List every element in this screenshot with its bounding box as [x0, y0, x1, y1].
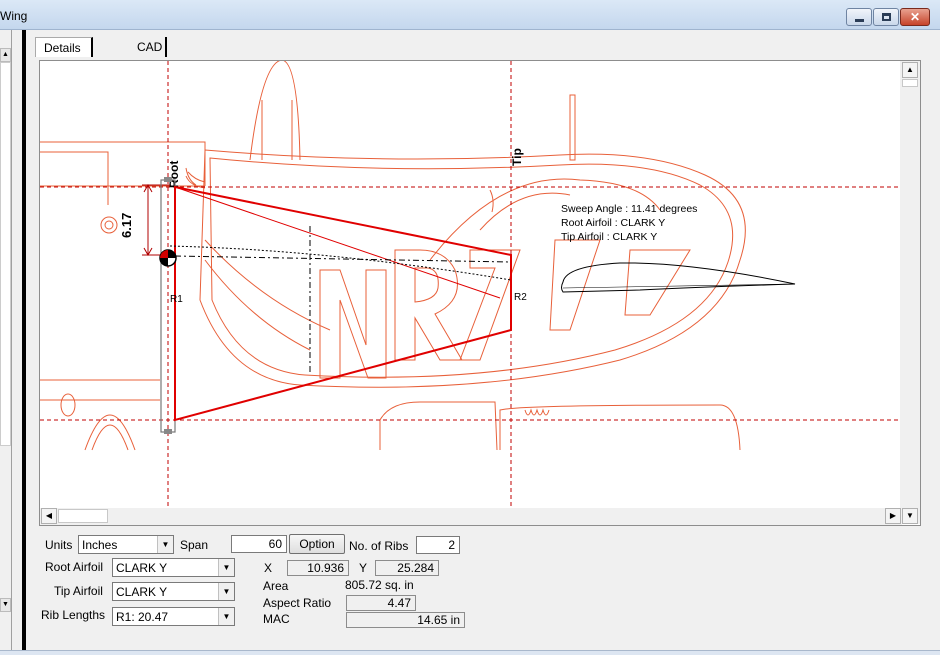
units-label: Units [45, 538, 73, 552]
airfoil-profile [561, 262, 796, 293]
root-airfoil-label: Root Airfoil [45, 560, 104, 574]
chevron-down-icon: ▼ [218, 559, 234, 576]
dimension-value: 6.17 [119, 213, 134, 238]
vertical-scroll-thumb[interactable] [902, 79, 918, 87]
chevron-down-icon: ▼ [157, 536, 173, 553]
ribs-input[interactable]: 2 [416, 536, 460, 554]
root-airfoil-value: CLARK Y [116, 561, 168, 575]
tip-airfoil-value: CLARK Y [116, 585, 168, 599]
panel-splitter[interactable] [22, 30, 26, 650]
left-panel-scroll-down[interactable]: ▼ [0, 598, 11, 612]
wing-outline[interactable] [174, 185, 512, 422]
rib-lengths-value: R1: 20.47 [116, 610, 169, 624]
span-input[interactable]: 60 [231, 535, 287, 553]
rib-handle-bottom[interactable] [164, 429, 172, 434]
mac-line [174, 255, 512, 263]
canvas-horizontal-scrollbar[interactable]: ◀ ▶ [40, 508, 902, 525]
sweep-angle-text: Sweep Angle : 11.41 degrees [561, 203, 697, 215]
minimize-icon [855, 19, 864, 22]
rib-handle-top[interactable] [164, 177, 172, 182]
r2-label: R2 [514, 292, 527, 303]
scroll-down-button[interactable]: ▼ [902, 508, 918, 524]
r1-label: R1 [170, 294, 183, 305]
tip-label: Tip [510, 148, 524, 166]
scroll-right-button[interactable]: ▶ [885, 508, 901, 524]
x-value: 10.936 [287, 560, 349, 576]
window-controls: ✕ [846, 8, 930, 26]
title-bar: Wing ✕ [0, 0, 940, 30]
root-airfoil-text: Root Airfoil : CLARK Y [561, 217, 665, 229]
area-label: Area [263, 579, 289, 593]
mac-value: 14.65 in [346, 612, 465, 628]
tip-airfoil-label: Tip Airfoil [54, 584, 103, 598]
ribs-label: No. of Ribs [349, 539, 409, 553]
root-label: Root [167, 161, 181, 188]
left-panel: ▲ ▼ [0, 30, 12, 650]
units-select[interactable]: Inches ▼ [78, 535, 174, 554]
tab-details[interactable]: Details [35, 37, 93, 57]
tip-airfoil-select[interactable]: CLARK Y ▼ [112, 582, 235, 601]
window-bottom-border [0, 650, 940, 655]
rib-lengths-select[interactable]: R1: 20.47 ▼ [112, 607, 235, 626]
scroll-up-button[interactable]: ▲ [902, 62, 918, 78]
mac-label: MAC [263, 612, 290, 626]
root-airfoil-select[interactable]: CLARK Y ▼ [112, 558, 235, 577]
minimize-button[interactable] [846, 8, 872, 26]
cad-canvas[interactable]: Root Tip 6.17 R1 R2 Sw [39, 60, 921, 526]
chevron-down-icon: ▼ [218, 583, 234, 600]
area-value: 805.72 sq. in [345, 578, 414, 592]
y-label: Y [359, 561, 368, 575]
units-value: Inches [82, 538, 118, 552]
option-button[interactable]: Option [289, 534, 345, 554]
maximize-icon [882, 13, 891, 21]
left-panel-scroll-track[interactable] [0, 62, 11, 446]
tab-cad[interactable]: CAD [129, 37, 167, 57]
chevron-down-icon: ▼ [218, 608, 234, 625]
wing-properties-panel: Units Inches ▼ Span 60 Option No. of Rib… [35, 530, 915, 650]
aspect-ratio-label: Aspect Ratio [263, 596, 332, 610]
close-icon: ✕ [909, 10, 921, 24]
y-value: 25.284 [375, 560, 439, 576]
scroll-left-button[interactable]: ◀ [41, 508, 57, 524]
span-label: Span [180, 538, 209, 552]
wing-inner-line [174, 186, 501, 299]
background-artwork [40, 61, 746, 451]
rib-lengths-label: Rib Lengths [41, 608, 106, 622]
x-label: X [264, 561, 273, 575]
dimension-marker [142, 183, 170, 257]
tip-airfoil-text: Tip Airfoil : CLARK Y [561, 231, 657, 243]
maximize-button[interactable] [873, 8, 899, 26]
left-panel-scroll-up[interactable]: ▲ [0, 48, 11, 62]
wing-drawing: Root Tip 6.17 R1 R2 Sw [40, 61, 900, 507]
window-title: Wing [0, 9, 28, 23]
close-button[interactable]: ✕ [900, 8, 930, 26]
quarter-chord-line [169, 245, 512, 281]
horizontal-scroll-thumb[interactable] [58, 509, 108, 523]
cg-marker[interactable] [159, 249, 177, 267]
guide-lines [40, 61, 900, 507]
canvas-vertical-scrollbar[interactable]: ▲ ▼ [900, 61, 920, 524]
aspect-ratio-value: 4.47 [346, 595, 416, 611]
